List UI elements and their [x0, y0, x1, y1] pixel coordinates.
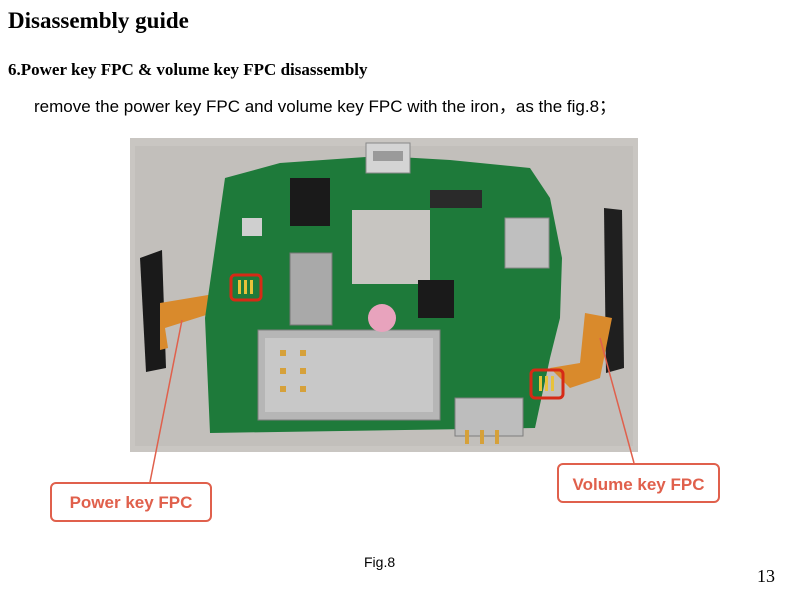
pcb-photo [130, 138, 638, 452]
page-number: 13 [757, 566, 775, 586]
instruction-text: remove the power key FPC and volume key … [34, 97, 617, 116]
power-key-fpc-callout: Power key FPC [50, 482, 212, 522]
slide-title: Disassembly guide [8, 8, 189, 33]
section-heading: 6.Power key FPC & volume key FPC disasse… [8, 60, 368, 79]
volume-key-fpc-callout: Volume key FPC [557, 463, 720, 503]
pcb-illustration [130, 138, 638, 452]
figure-caption: Fig.8 [364, 554, 396, 570]
